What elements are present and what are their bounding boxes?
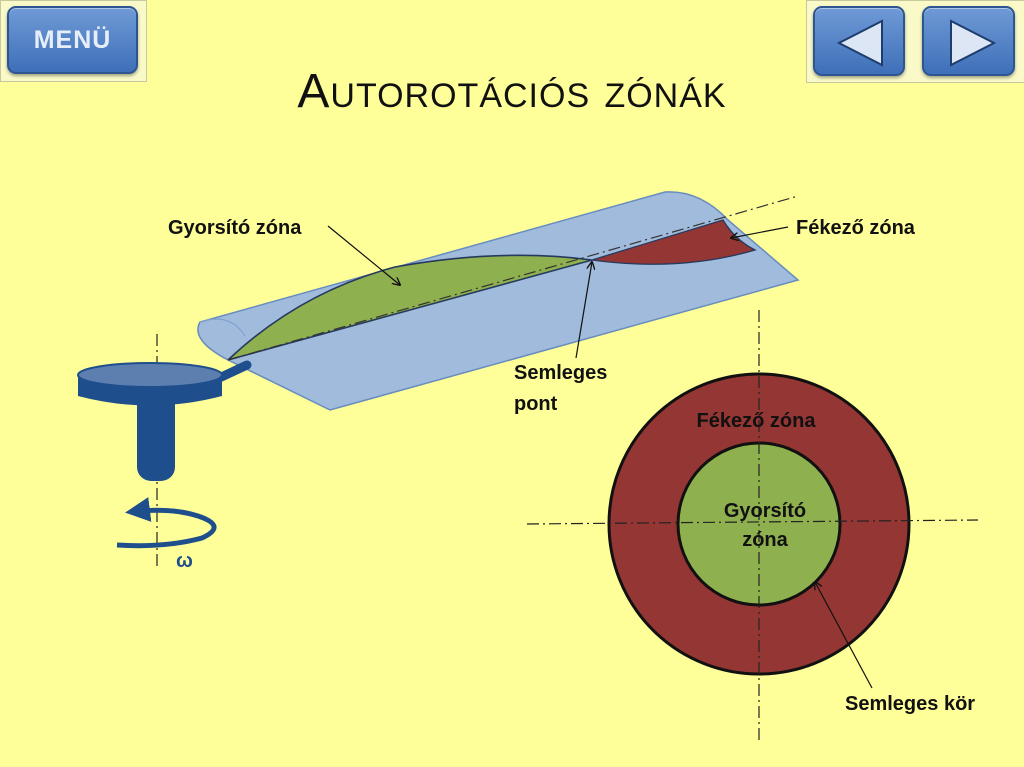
rotation-arrow <box>116 497 217 549</box>
braking-pointer <box>731 226 789 238</box>
triangle-right-icon <box>950 19 997 67</box>
neutral-circle-pointer <box>815 582 873 689</box>
previous-button[interactable] <box>813 6 905 76</box>
disk-accelerating-label-line2: zóna <box>742 529 788 551</box>
neutral-point-label-line1: Semleges <box>514 362 607 384</box>
omega-label: ω <box>176 550 193 572</box>
rotor-disk <box>526 310 979 740</box>
rotor-hub <box>77 334 252 566</box>
blade-braking-zone <box>591 219 757 265</box>
disk-accelerating-label-line1: Gyorsító <box>724 500 806 522</box>
menu-button[interactable]: MENÜ <box>7 6 138 74</box>
blade-accelerating-label: Gyorsító zóna <box>168 217 302 239</box>
neutral-circle-label: Semleges kör <box>845 693 975 715</box>
neutral-point-pointer <box>575 262 592 359</box>
disk-braking-label: Fékező zóna <box>697 410 817 432</box>
neutral-point-label-line2: pont <box>514 393 558 415</box>
page-title: Autorotációs zónák <box>297 65 727 118</box>
triangle-left-icon <box>836 19 883 67</box>
next-button[interactable] <box>922 6 1015 76</box>
blade-braking-label: Fékező zóna <box>796 217 916 239</box>
blade-axis-line <box>227 195 799 361</box>
accelerating-pointer <box>327 225 400 285</box>
